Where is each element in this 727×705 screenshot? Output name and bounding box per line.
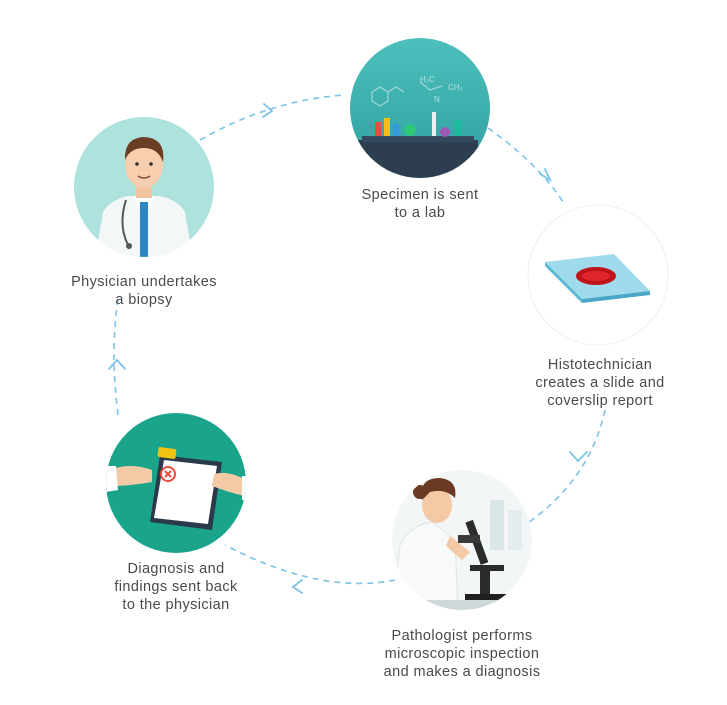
caption-line: to a lab xyxy=(394,205,446,221)
arrow-lab-to-slide xyxy=(487,127,566,206)
arrow-diagnosis-to-physician xyxy=(113,299,119,416)
caption-line: Pathologist performs xyxy=(391,628,533,644)
caption-pathologist: Pathologist performs microscopic inspect… xyxy=(362,627,562,681)
glass-slide-icon xyxy=(527,204,669,346)
arrow-heads xyxy=(108,103,588,594)
arrow-pathologist-to-diagnosis xyxy=(224,544,396,585)
arrowhead-icon xyxy=(539,168,553,183)
arrowhead-icon xyxy=(569,451,588,463)
physician-icon xyxy=(74,117,214,257)
clipboard-report-icon xyxy=(106,413,246,553)
lab-equipment-icon: H₃C CH₃ N xyxy=(350,38,490,178)
caption-line: Diagnosis and xyxy=(127,561,225,577)
pathologist-microscope-icon xyxy=(392,470,532,610)
svg-text:N: N xyxy=(434,95,440,104)
arrow-physician-to-lab xyxy=(199,94,346,141)
caption-line: Specimen is sent xyxy=(361,187,479,203)
caption-physician: Physician undertakes a biopsy xyxy=(44,273,244,309)
caption-line: and makes a diagnosis xyxy=(383,664,541,680)
caption-line: Histotechnician xyxy=(547,357,653,373)
caption-slide: Histotechnician creates a slide and cove… xyxy=(500,356,700,410)
connector-arrows xyxy=(113,94,606,585)
svg-text:CH₃: CH₃ xyxy=(448,83,463,92)
arrow-slide-to-pathologist xyxy=(524,409,606,526)
caption-line: coverslip report xyxy=(547,393,653,409)
caption-diagnosis: Diagnosis and findings sent back to the … xyxy=(76,560,276,614)
caption-line: creates a slide and xyxy=(535,375,665,391)
arrowhead-icon xyxy=(108,358,126,370)
caption-line: a biopsy xyxy=(115,292,173,308)
caption-line: microscopic inspection xyxy=(384,646,540,662)
svg-text:H₃C: H₃C xyxy=(420,75,435,84)
arrowhead-icon xyxy=(291,579,303,594)
caption-line: Physician undertakes xyxy=(71,274,217,290)
arrowhead-icon xyxy=(262,103,274,118)
caption-lab: Specimen is sent to a lab xyxy=(320,186,520,222)
caption-line: to the physician xyxy=(122,597,230,613)
caption-line: findings sent back xyxy=(114,579,238,595)
